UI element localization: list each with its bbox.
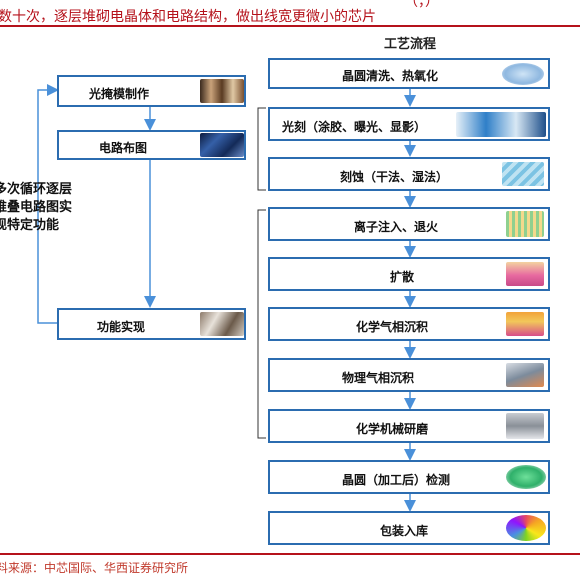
- cvd-image: [506, 312, 544, 336]
- wafer-image: [502, 63, 544, 85]
- loop-note: 多次循环逐层 堆叠电路图实 现特定功能: [0, 182, 73, 233]
- step-function-label: 功能实现: [97, 320, 146, 334]
- step-circuit-layout: 电路布图: [57, 130, 246, 160]
- step-circuit-layout-label: 电路布图: [99, 141, 148, 155]
- photomask-image: [200, 79, 244, 103]
- step-ion-implant: 离子注入、退火: [268, 207, 550, 241]
- step-wafer-clean: 晶圆清洗、热氧化: [268, 58, 550, 89]
- step-cmp: 化学机械研磨: [268, 409, 550, 443]
- step-photomask-label: 光掩模制作: [89, 87, 150, 101]
- lithography-image: [456, 112, 546, 137]
- etching-image: [502, 162, 544, 186]
- header-top-fragment: （，）: [0, 0, 580, 10]
- function-image: [200, 312, 244, 336]
- footer-divider: [0, 553, 580, 555]
- cmp-machine-image: [506, 413, 544, 439]
- header-divider: [0, 25, 580, 27]
- packaged-wafer-image: [506, 515, 546, 541]
- step-inspection: 晶圆（加工后）检测: [268, 460, 550, 494]
- circuit-layout-image: [200, 133, 244, 157]
- pvd-image: [506, 363, 544, 387]
- ion-implant-image: [506, 211, 544, 237]
- step-pvd: 物理气相沉积: [268, 358, 550, 392]
- step-function: 功能实现: [57, 308, 246, 340]
- header-line2: 数十次，逐层堆砌电晶体和电路结构，做出线宽更微小的芯片: [0, 9, 376, 25]
- step-diffusion: 扩散: [268, 257, 550, 291]
- process-title: 工艺流程: [384, 37, 437, 52]
- diffusion-image: [506, 262, 544, 286]
- header-line1-fragment: （，）: [404, 0, 439, 10]
- inspection-image: [506, 465, 546, 489]
- source-note: 料来源：中芯国际、华西证券研究所: [0, 561, 189, 575]
- step-packaging: 包装入库: [268, 511, 550, 545]
- step-cvd: 化学气相沉积: [268, 307, 550, 341]
- step-lithography: 光刻（涂胶、曝光、显影）: [268, 107, 550, 141]
- step-etching: 刻蚀（干法、湿法）: [268, 157, 550, 191]
- step-photomask: 光掩模制作: [57, 75, 246, 107]
- loop-back-arrow: [37, 84, 60, 324]
